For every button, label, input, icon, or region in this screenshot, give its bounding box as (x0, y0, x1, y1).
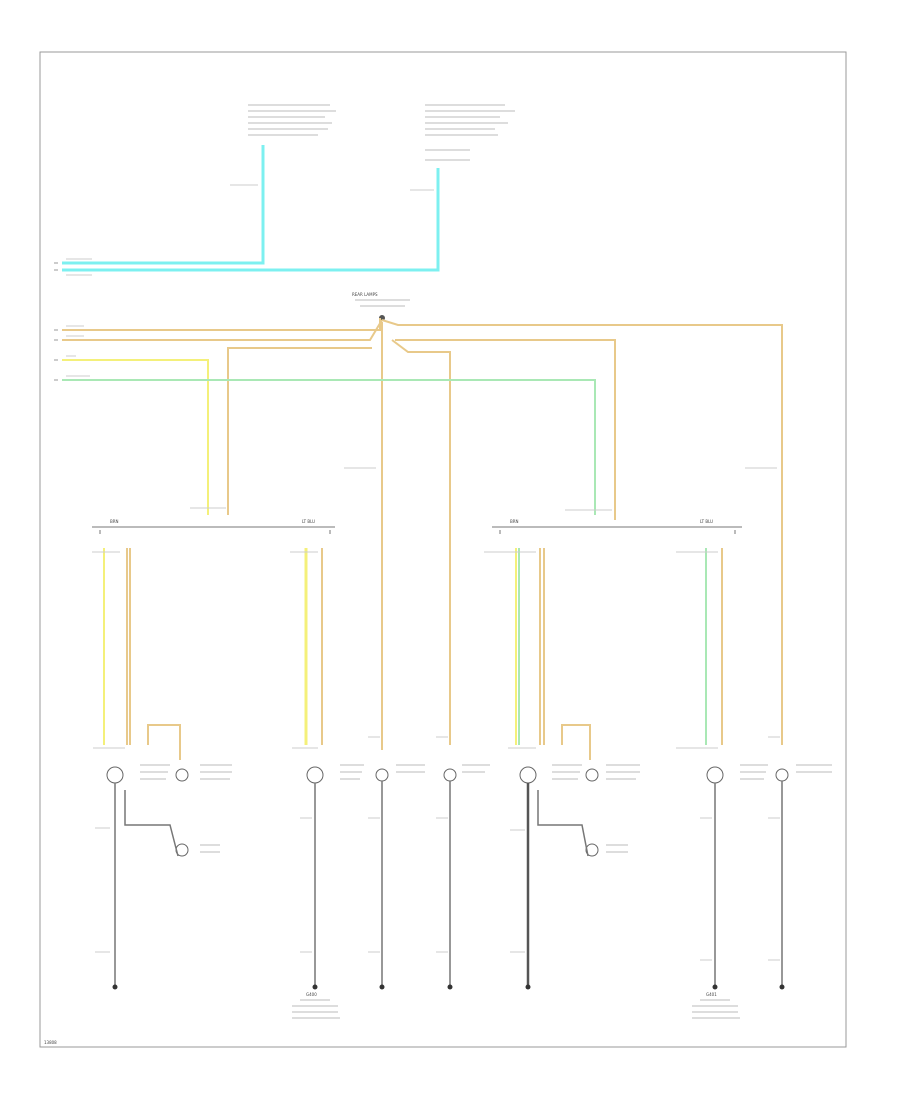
light-blue-wires (62, 145, 440, 272)
conn-left-tag: BRN (110, 519, 119, 524)
top-left-module-label (248, 104, 336, 136)
conn-right-tag2: LT BLU (700, 519, 713, 524)
wire-tags (66, 325, 780, 961)
side-ticks (54, 262, 58, 381)
tan-wires (62, 318, 783, 760)
splice-label (355, 299, 410, 307)
lamp-label-lines (140, 764, 832, 853)
diagram-frame (39, 51, 847, 1048)
light-green-wires (62, 379, 707, 745)
connector-bars (92, 526, 742, 534)
ground-left-label: G400 (306, 992, 317, 997)
splice-tag: REAR LAMPS (352, 292, 378, 297)
conn-right-tag: BRN (510, 519, 519, 524)
black-ground-wires (114, 781, 783, 985)
ground-label-lines (292, 999, 740, 1019)
ground-right-label: G401 (706, 992, 717, 997)
top-right-module-label (425, 104, 515, 161)
lamp-symbols (106, 766, 789, 857)
conn-left-tag2: LT BLU (302, 519, 315, 524)
footer-code: 13808 (44, 1040, 57, 1045)
ground-points (112, 984, 785, 990)
wire-tags-blue (66, 184, 434, 276)
